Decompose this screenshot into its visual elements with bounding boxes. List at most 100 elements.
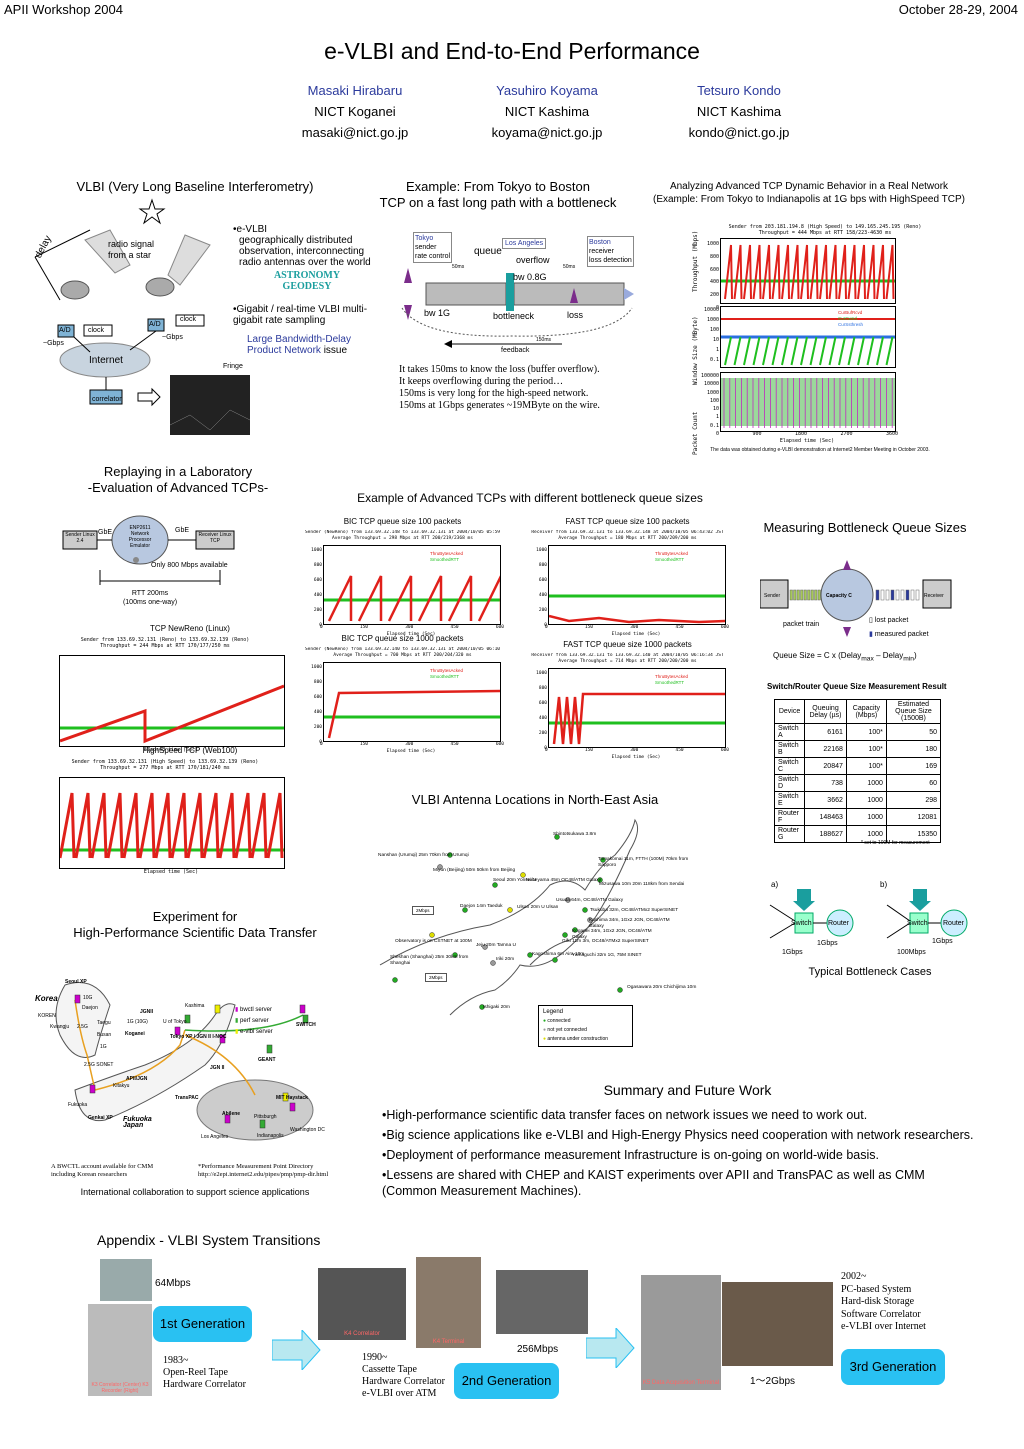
- antenna-dot: [490, 960, 496, 966]
- y-tick: 1000: [536, 671, 547, 676]
- x-tick: 600: [720, 748, 729, 753]
- photo-k4-correlator: K4 Correlator: [318, 1268, 406, 1340]
- formula-c: ): [913, 651, 917, 660]
- measuring-title: Measuring Bottleneck Queue Sizes: [763, 520, 967, 535]
- map-graphic: [379, 818, 639, 1016]
- adv-plot-caption: FAST TCP queue size 100 packets: [565, 517, 690, 526]
- measured-packet: [875, 589, 880, 601]
- y-tick: 1000: [706, 317, 719, 323]
- tokyo-box: Tokyo sender rate control: [413, 232, 453, 263]
- rtt-2: (100ms one-way): [122, 599, 178, 606]
- antenna-dot: [565, 897, 571, 903]
- lost-packet: [915, 589, 920, 601]
- experiment-label: GEANT: [258, 1057, 276, 1063]
- head-line: Average Throughput = 180 Mbps at RTT 200…: [558, 535, 697, 541]
- antenna-dot: [587, 917, 593, 923]
- summary-bullets: •High-performance scientific data transf…: [382, 1107, 982, 1203]
- table-cell: 60: [885, 774, 942, 792]
- ms150-label: 150ms: [536, 337, 552, 343]
- x-tick: 150: [584, 748, 594, 753]
- experiment-label: 2.5G SONET: [84, 1062, 114, 1068]
- y-tick: 1: [715, 414, 719, 421]
- train-packet: [810, 589, 814, 601]
- example-title-1: Example: From Tokyo to Boston: [405, 179, 590, 194]
- experiment-label: Fukuoka Japan: [123, 1116, 152, 1129]
- head-line: Receiver from 133.69.32.131 to 133.69.32…: [531, 653, 724, 658]
- table-cell: Switch C: [773, 757, 806, 775]
- fringe-label: Fringe: [223, 363, 243, 370]
- train-packet: [814, 589, 818, 601]
- analyzing-title-1: Analyzing Advanced TCP Dynamic Behavior …: [669, 181, 949, 192]
- throughput-series: [327, 689, 500, 739]
- server-icon: [282, 1092, 289, 1102]
- case-b-router: Router: [943, 920, 965, 927]
- y-tick: 0.1: [709, 422, 719, 429]
- note-line: 1990~: [362, 1352, 388, 1363]
- legend-connected: ● connected: [543, 1017, 628, 1026]
- y-tick: 0: [319, 740, 322, 745]
- x-tick: 600: [495, 742, 504, 747]
- table-cell: 169: [885, 757, 942, 775]
- cases-title: Typical Bottleneck Cases: [808, 966, 932, 978]
- train-packet: [793, 589, 797, 601]
- y-tick: 400: [538, 716, 547, 721]
- adv-xlab: Elapsed time (Sec): [386, 749, 436, 754]
- table-cell: 20847: [804, 757, 847, 775]
- y-tick: 800: [538, 686, 547, 691]
- server-icon: [89, 1084, 96, 1094]
- map-label: Iriki 20m: [496, 957, 515, 962]
- map-label: Gifu 11m 3m, OC48/ATMx2 SuperSINET: [562, 939, 649, 944]
- map-label: Jeju 20m Tamna U: [476, 943, 516, 948]
- col-header: Estimated Queue Size (1500B): [885, 699, 942, 724]
- note-line: e-VLBI over Internet: [841, 1321, 926, 1332]
- note1: 1983~ Open-Reel Tape Hardware Correlator: [163, 1355, 246, 1391]
- server-icon: [299, 1004, 306, 1014]
- x-tick: 450: [450, 625, 459, 630]
- legend-text: CurBufRcvd: [838, 310, 863, 315]
- experiment-label: Indianapolis: [257, 1133, 284, 1139]
- train-packet: [789, 589, 793, 601]
- example-title: Example: From Tokyo to Boston TCP on a f…: [370, 179, 626, 211]
- photo-k3: K3 Correlator (Center) K3 Recorder (Righ…: [88, 1304, 152, 1396]
- note-line: Open-Reel Tape: [163, 1367, 228, 1378]
- experiment-label: Korea: [35, 994, 58, 1003]
- map-label: Seoul 20m Yonsei U: [493, 878, 537, 883]
- x-tick: 600: [720, 625, 729, 630]
- note3: 2002~ PC-based System Hard-disk Storage …: [841, 1271, 926, 1334]
- queue-table-header: Device Queuing Delay (µs) Capacity (Mbps…: [773, 699, 942, 724]
- throughput-series: [60, 792, 284, 859]
- experiment-label: KOREN: [38, 1013, 56, 1019]
- photo-cassette: [496, 1270, 588, 1334]
- x-tick: 600: [495, 625, 504, 630]
- map-label: Kagoshima 6m Aira 10m: [532, 952, 585, 957]
- y-tick: 200: [709, 292, 719, 299]
- author-name: Tetsuro Kondo: [697, 83, 781, 98]
- small-plot-caption: TCP NewReno (Linux): [150, 624, 230, 633]
- throughput-series: [549, 614, 725, 624]
- summary-title: Summary and Future Work: [603, 1082, 772, 1098]
- experiment-label: Koganei: [125, 1031, 145, 1037]
- train-packet: [796, 589, 800, 601]
- experiment-label: Busan: [97, 1032, 112, 1038]
- author-2: Yasuhiro Koyama NICT Kashima koyama@nict…: [462, 80, 632, 143]
- legend-text: SmoothedRTT: [655, 680, 685, 685]
- la-label: Los Angeles: [502, 238, 547, 249]
- small-plot-head: Sender from 133.69.32.131 (High Speed) t…: [30, 759, 300, 771]
- table-cell: Router G: [773, 825, 806, 843]
- table-cell: 738: [804, 774, 847, 792]
- map-title: VLBI Antenna Locations in North-East Asi…: [411, 792, 659, 807]
- adv-plot: [323, 662, 501, 742]
- y-tick: 200: [313, 608, 322, 613]
- server-icon: [224, 1114, 231, 1124]
- bottleneck-cases: [769, 889, 968, 939]
- experiment-label: Los Angeles: [201, 1134, 229, 1140]
- antenna-dot: [429, 932, 435, 938]
- legend-text: ThruBytesAcked: [430, 668, 464, 673]
- head-line: Throughput = 244 Mbps at RTT 170/177/250…: [100, 643, 230, 649]
- analyzing-plot-packets: [720, 372, 896, 432]
- boston-label: Boston: [589, 239, 611, 246]
- summary-bullet: •Lessens are shared with CHEP and KAIST …: [382, 1168, 925, 1198]
